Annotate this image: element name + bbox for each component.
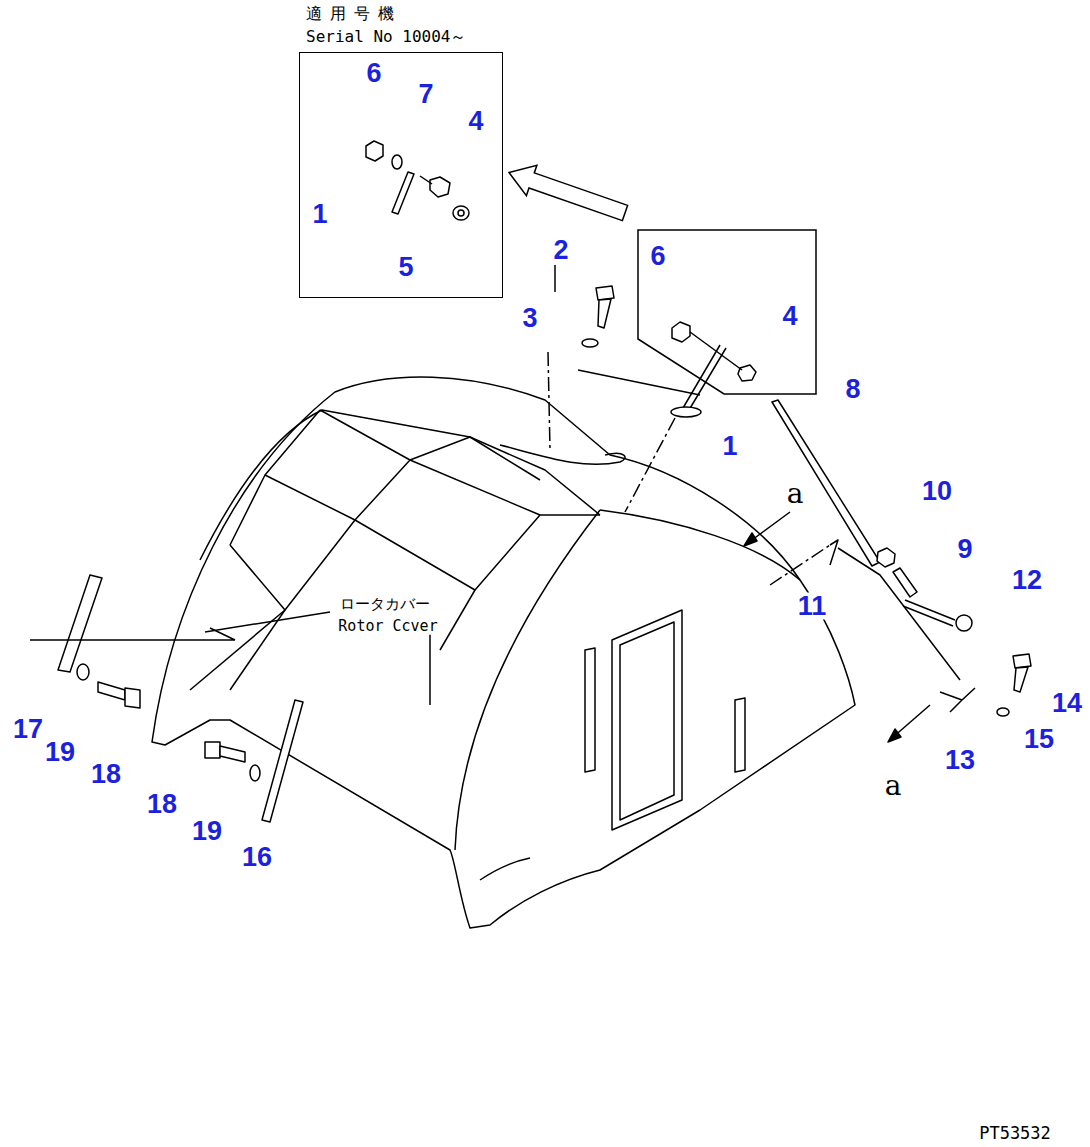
callout-number: 6 [365,60,382,87]
callout-number: 15 [1023,726,1055,753]
callout-number: 18 [90,761,122,788]
callout-number: 5 [397,254,414,281]
serial-note: 適用号機 [306,6,402,22]
view-letter: a [885,772,902,800]
callout-number: 8 [844,376,861,403]
callout-number: 14 [1051,690,1083,717]
callout-number: 1 [311,201,328,228]
serial-note: Serial No 10004～ [306,29,467,45]
callout-number: 19 [191,818,223,845]
callout-number: 19 [44,739,76,766]
part-name: Rotor Ccver [337,618,438,635]
view-letter: a [787,480,804,508]
callout-number: 4 [781,303,798,330]
callout-number: 18 [146,791,178,818]
callout-number: 2 [552,237,569,264]
callout-number: 6 [649,243,666,270]
drawing-code: PT53532 [979,1125,1051,1142]
callout-number: 1 [721,433,738,460]
callout-number: 12 [1011,567,1043,594]
callout-number: 4 [467,108,484,135]
callout-number: 3 [521,305,538,332]
callout-number: 10 [921,478,953,505]
callout-number: 7 [417,81,434,108]
callout-number: 9 [956,536,973,563]
detail-box: 適用号機Serial No 10004～67415 [299,52,503,298]
detail-frame: 64 [637,229,817,395]
callout-number: 13 [944,747,976,774]
callout-number: 16 [241,844,273,871]
callout-number: 11 [797,593,828,620]
callout-number: 17 [12,716,44,743]
hollow-arrow [509,165,628,220]
part-name: ロータカバー [339,596,431,613]
